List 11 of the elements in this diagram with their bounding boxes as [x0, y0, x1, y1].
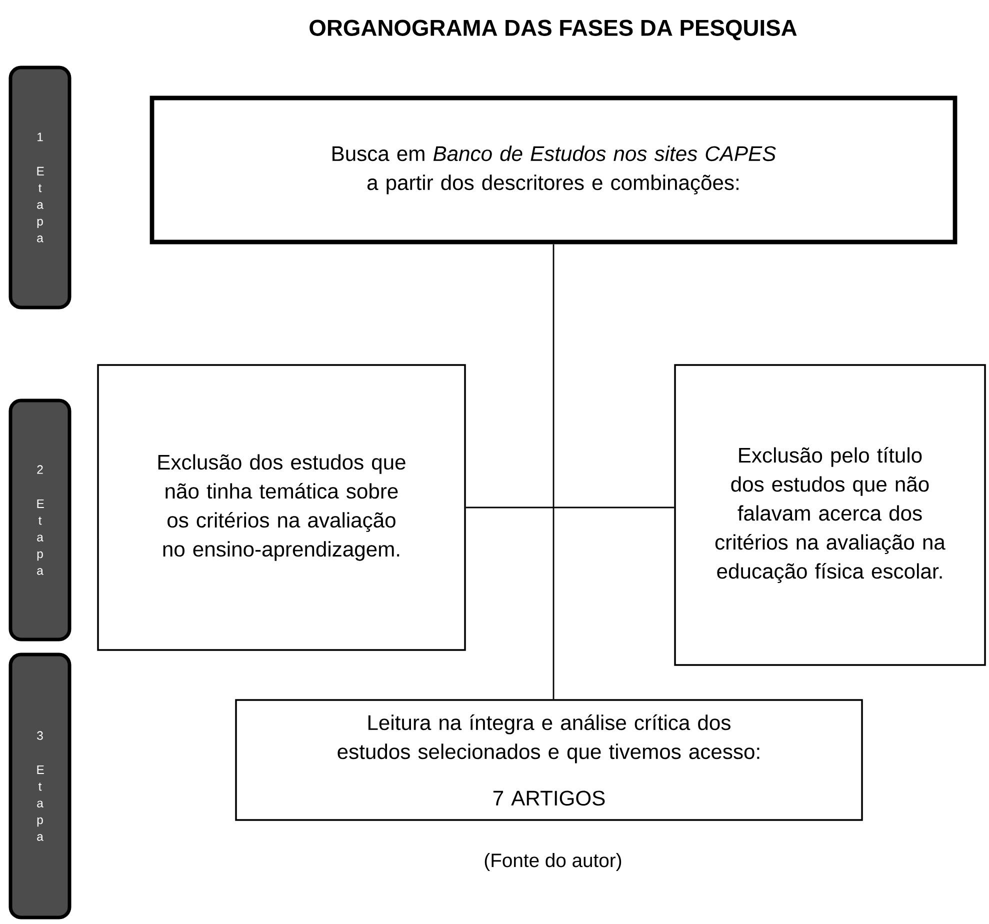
process-box: Leitura na íntegra e análise crítica dos estudos selecionados e que tivemos acesso: 7 ARTIGOS — [235, 699, 863, 821]
step-tab: 2 E t a p a — [8, 398, 72, 642]
source-note: (Fonte do autor) — [484, 853, 622, 871]
title: ORGANOGRAMA DAS FASES DA PESQUISA — [310, 20, 797, 40]
connector-line — [552, 244, 554, 700]
step-tab: 1 E t a p a — [8, 66, 72, 310]
connector-line — [466, 506, 674, 508]
process-box: Busca em Banco de Estudos nos sites CAPES a partir dos descritores e combinações: — [150, 96, 958, 244]
process-box: Exclusão dos estudos que não tinha temática sobre os critérios na avaliação no ensino-aprendizagem. — [97, 364, 466, 651]
process-box: Exclusão pelo título dos estudos que não falavam acerca dos critérios na avaliação na educação física escolar. — [674, 364, 986, 666]
step-tab: 3 E t a p a — [8, 652, 72, 920]
